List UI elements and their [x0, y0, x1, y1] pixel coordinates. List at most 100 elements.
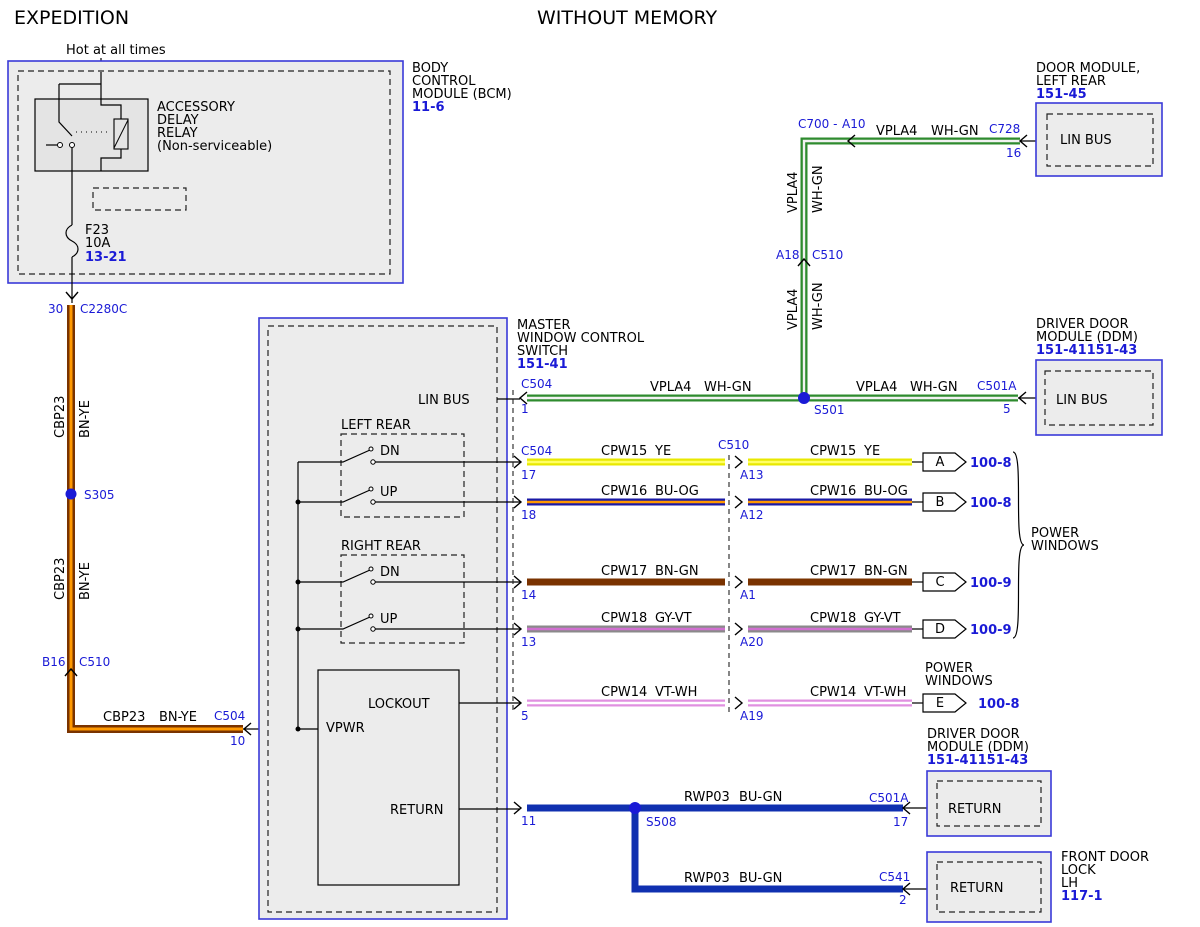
bcm-title-1: BODY: [412, 61, 448, 76]
c510-left-conn: C510: [79, 655, 110, 669]
switch-lr-dn: DN: [298, 444, 520, 465]
c700-conn: C700 -: [798, 117, 837, 131]
relay-contact-dot-left: [57, 142, 63, 148]
switch-rr-up: UP: [298, 612, 520, 632]
relay-coil-diagonal: [113, 119, 129, 149]
mwcs-title-3: SWITCH: [517, 344, 568, 359]
bcm-connector: C2280C: [80, 302, 127, 316]
lin-color-1: WH-GN: [704, 380, 752, 395]
circuit-cpw16-left: CPW16: [601, 484, 647, 499]
circuit-cpw14-left: CPW14: [601, 685, 647, 700]
lr-inner: LIN BUS: [1060, 133, 1112, 148]
tag-letter-b: B: [936, 495, 945, 510]
color-cpw18-left: GY-VT: [655, 611, 692, 626]
c510-arrow-cpw18: [734, 622, 744, 636]
lock-ref: 117-1: [1061, 889, 1103, 904]
c510-a18-arrow: [797, 257, 811, 267]
c504-lin-pin: 1: [521, 402, 529, 416]
return-label: RETURN: [390, 803, 443, 818]
s305-splice: [65, 488, 77, 500]
c504-vpwr-pin: 10: [230, 734, 245, 748]
c501a-return-pin: 17: [893, 815, 908, 829]
c504-top-label: C504: [521, 444, 552, 458]
ref-cpw15: 100-8: [970, 456, 1012, 471]
c501a-lin-pin: 5: [1003, 402, 1011, 416]
mwcs-inner-dash: [267, 325, 498, 913]
ddm-bot-ref: 151-41151-43: [927, 753, 1028, 768]
cbp23-label-h: CBP23: [103, 710, 145, 725]
tag-letter-e: E: [936, 696, 944, 711]
relay-coil-top: [100, 99, 122, 119]
circuit-cpw16-right: CPW16: [810, 484, 856, 499]
c728-conn: C728: [989, 122, 1020, 136]
lr-module-dash: [1046, 113, 1154, 167]
c510-pin-cpw16: A12: [740, 508, 763, 522]
wire-lin-bus: [527, 137, 1020, 402]
rwp03-circuit-1: RWP03: [684, 790, 730, 805]
ddm-top-title-2: MODULE (DDM): [1036, 330, 1138, 345]
relay-label-4: (Non-serviceable): [157, 139, 272, 154]
bcm-inner-dash: [17, 70, 391, 275]
circuit-cpw17-right: CPW17: [810, 564, 856, 579]
c501a-return-arrow: [901, 801, 911, 815]
c510-pin-cpw17: A1: [740, 588, 756, 602]
lin-riser-circuit-1: VPLA4: [786, 289, 801, 330]
tag-letter-c: C: [935, 575, 944, 590]
color-cpw15-left: YE: [654, 444, 671, 459]
c510-pin-cpw15: A13: [740, 468, 763, 482]
ddm-bot-title-1: DRIVER DOOR: [927, 727, 1020, 742]
tag-b: [922, 492, 967, 512]
lock-title-1: FRONT DOOR: [1061, 850, 1149, 865]
pin-cpw15: 17: [521, 468, 536, 482]
ddm-bot-box: [926, 770, 1052, 837]
cbp23-label-2: CBP23: [53, 558, 68, 600]
pin-cpw14: 5: [521, 709, 529, 723]
tag-letter-d: D: [935, 622, 945, 637]
cbp23-color-h: BN-YE: [159, 710, 197, 725]
pin-cpw18: 13: [521, 635, 536, 649]
mwcs-ref: 151-41: [517, 357, 568, 372]
color-cpw14-right: VT-WH: [864, 685, 906, 700]
s305-label: S305: [84, 488, 115, 502]
c501a-lin-conn: C501A: [977, 379, 1017, 393]
brace-label-1: POWER: [1031, 526, 1079, 541]
lock-title-2: LOCK: [1061, 863, 1096, 878]
circuit-cpw17-left: CPW17: [601, 564, 647, 579]
lr-ref: 151-45: [1036, 87, 1087, 102]
lr-up-label: UP: [380, 485, 398, 500]
circuit-cpw18-right: CPW18: [810, 611, 856, 626]
ddm-bot-title-2: MODULE (DDM): [927, 740, 1029, 755]
ddm-top-inner: LIN BUS: [1056, 393, 1108, 408]
a10-pin: A10: [842, 117, 865, 131]
lin-riser-color-2: WH-GN: [811, 165, 826, 213]
bcm-small-dash: [92, 187, 187, 211]
ddm-top-title-1: DRIVER DOOR: [1036, 317, 1129, 332]
rr-up-label: UP: [380, 612, 398, 627]
c700-arrow: [846, 134, 856, 148]
s501-label: S501: [814, 403, 845, 417]
rwp03-color-1: BU-GN: [739, 790, 782, 805]
switch-lr-up: UP: [298, 485, 520, 505]
ddm-top-dash: [1044, 370, 1154, 426]
pw-e-label-1: POWER: [925, 661, 973, 676]
ddm-top-box: [1035, 359, 1163, 436]
c510-arrow-cpw15: [734, 455, 744, 469]
switch-rr-dn: DN: [298, 565, 520, 585]
c541-pin: 2: [899, 893, 907, 907]
color-cpw15-right: YE: [863, 444, 880, 459]
lin-riser-color-1: WH-GN: [811, 282, 826, 330]
lin-color-2: WH-GN: [910, 380, 958, 395]
c504-vpwr-conn: C504: [214, 709, 245, 723]
lock-dash: [936, 861, 1042, 913]
relay-label-1: ACCESSORY: [157, 100, 235, 115]
c501a-return-conn: C501A: [869, 791, 909, 805]
c504-arrow-cpw18: [513, 622, 523, 636]
mwcs-title-1: MASTER: [517, 318, 571, 333]
mwcs-title-2: WINDOW CONTROL: [517, 331, 645, 346]
lr-dn-label: DN: [380, 444, 400, 459]
c510-top-label: C510: [718, 438, 749, 452]
bcm-title-3: MODULE (BCM): [412, 87, 512, 102]
color-cpw17-right: BN-GN: [864, 564, 908, 579]
